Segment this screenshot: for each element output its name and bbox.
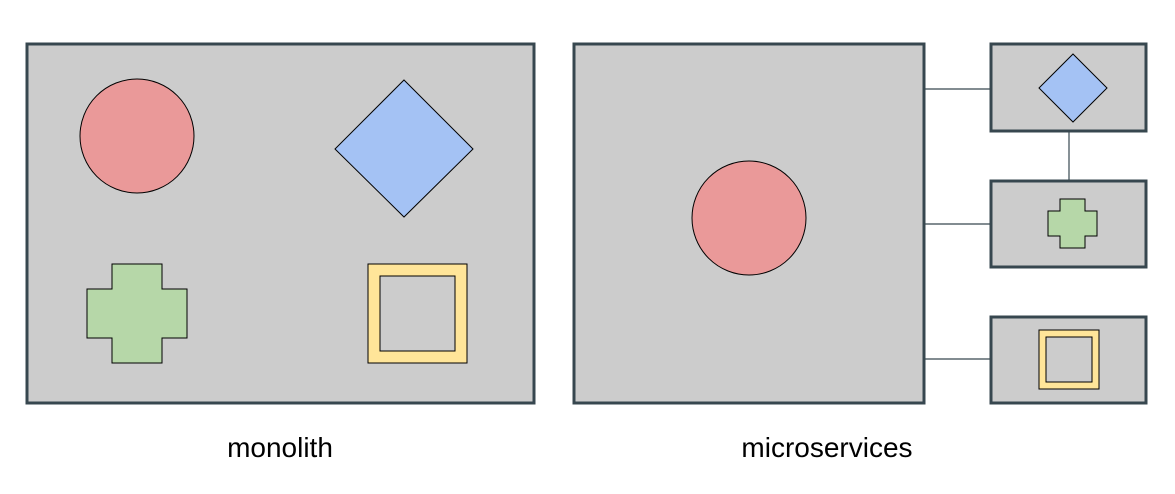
service-diamond-group (989, 42, 1148, 133)
microservices-main-group (572, 42, 926, 405)
service-square-frame-shape (1038, 329, 1100, 390)
service-square-group (989, 315, 1148, 405)
monolith-label: monolith (227, 432, 333, 463)
microservices-label: microservices (741, 432, 913, 463)
monolith-square-frame-shape (367, 263, 468, 364)
service-diamond-shape (1038, 53, 1108, 123)
monolith-cross-shape (86, 263, 188, 364)
monolith-circle-shape (79, 78, 195, 194)
service-cross-group (989, 179, 1148, 269)
microservices-circle-shape (691, 160, 807, 276)
monolith-diamond-shape (334, 79, 474, 218)
connector-lines (925, 88, 1070, 360)
service-cross-shape (1047, 198, 1098, 249)
monolith-group (25, 42, 536, 405)
